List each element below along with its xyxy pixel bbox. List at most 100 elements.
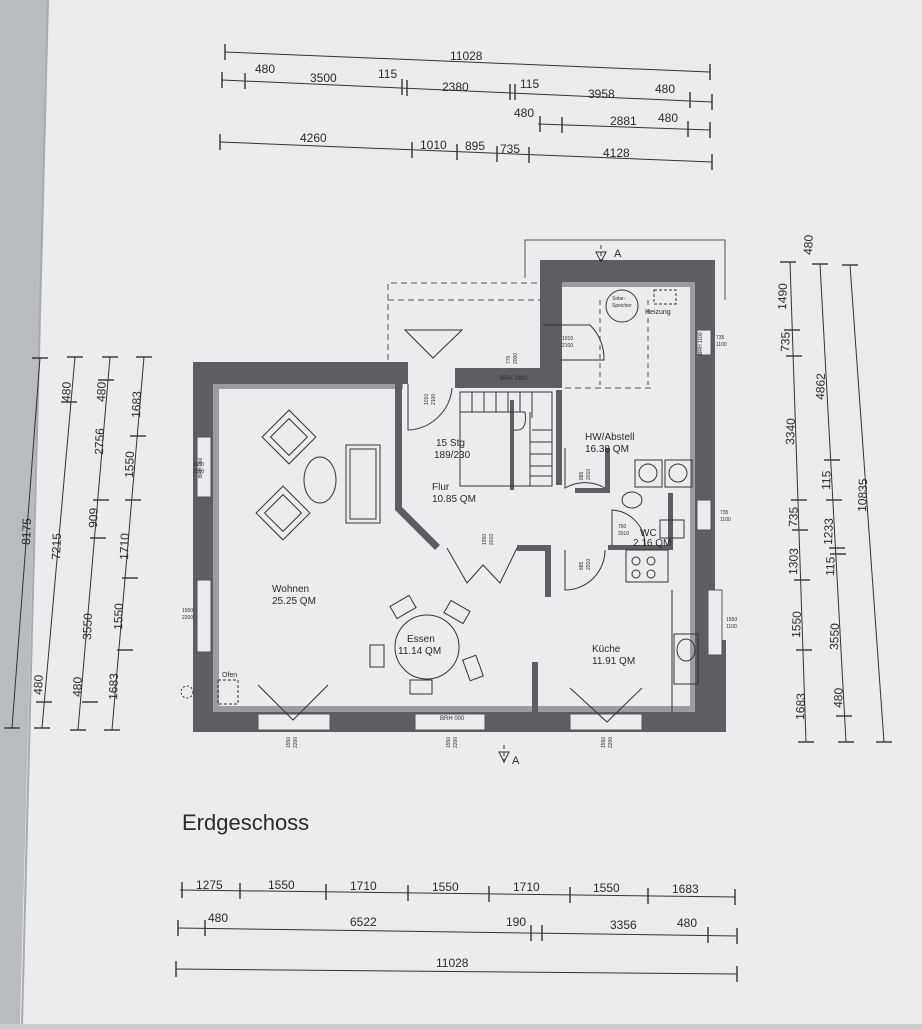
dim-top-r2-5: 115 — [520, 77, 539, 91]
room-essen-name: Essen — [407, 634, 435, 645]
brh-label-1: BRH 1800 — [500, 376, 528, 382]
room-kueche-name: Küche — [592, 644, 621, 655]
wall-west — [193, 362, 213, 732]
dim-right-c2-2: 115 — [819, 470, 834, 490]
svg-text:2200: 2200 — [193, 469, 204, 475]
solar-label: Solar- — [612, 296, 626, 302]
svg-text:1550: 1550 — [193, 462, 204, 468]
svg-text:760: 760 — [618, 524, 627, 530]
svg-text:1100: 1100 — [726, 624, 737, 630]
svg-text:2010: 2010 — [489, 534, 495, 545]
page-gutter — [0, 0, 48, 1024]
brh-label-3: BRH 000 — [198, 457, 204, 478]
wc-basin — [621, 491, 643, 509]
room-wc-name: WC — [640, 528, 657, 539]
building-outline — [193, 239, 726, 732]
dim-left-c4-5: 1683 — [106, 673, 121, 700]
left-dimension-chains: 8175 7215 480 480 2756 909 3550 480 480 … — [4, 356, 152, 731]
svg-text:1100: 1100 — [716, 342, 727, 348]
dim-bot-r1-4: 1550 — [432, 880, 459, 894]
dim-top-r2-1: 480 — [255, 62, 275, 76]
svg-text:2010: 2010 — [618, 531, 629, 537]
wall-north-west — [193, 362, 408, 384]
dim-top-total: 11028 — [450, 49, 483, 63]
staircase — [459, 391, 553, 487]
svg-text:2100: 2100 — [431, 394, 437, 405]
ofen-label: Ofen — [222, 672, 237, 679]
stair-steps: 15 Stg — [436, 438, 465, 449]
svg-text:1550: 1550 — [286, 737, 292, 748]
dim-left-c3-3: 909 — [86, 507, 101, 528]
dim-left-c2-1: 7215 — [49, 533, 64, 560]
dim-right-c1-1: 480 — [801, 234, 816, 255]
dim-left-c4-2: 1550 — [122, 451, 137, 478]
top-dimension-chains: 11028 480 3500 115 2380 115 3958 480 480… — [219, 44, 713, 170]
dim-top-r4-1: 4260 — [300, 131, 327, 145]
dim-left-c3-4: 3550 — [80, 613, 95, 640]
svg-text:2200: 2200 — [453, 737, 459, 748]
svg-text:2200: 2200 — [182, 615, 193, 621]
room-hw-name: HW/Abstell — [585, 432, 634, 443]
dim-right-c2-3: 1233 — [821, 518, 836, 545]
dim-left-c5-1: 1683 — [129, 391, 144, 418]
dim-top-r2-7: 480 — [655, 82, 675, 96]
section-markers — [498, 245, 607, 765]
heizung-unit — [653, 289, 677, 305]
dryer — [664, 459, 693, 488]
interior-walls — [395, 384, 673, 712]
armchair — [261, 409, 317, 465]
svg-text:1100: 1100 — [720, 517, 731, 523]
floor-title: Erdgeschoss — [182, 810, 309, 835]
dim-left-total: 8175 — [19, 518, 34, 545]
room-essen-area: 11.14 QM — [398, 646, 441, 657]
dim-top-r2-2: 3500 — [310, 71, 337, 85]
dim-bot-r1-3: 1710 — [350, 879, 377, 893]
dim-right-c1-6: 1303 — [786, 548, 801, 575]
brh-label-4: BRH 1100 — [698, 332, 704, 355]
dim-top-r3-1: 480 — [514, 106, 534, 120]
wall-east-kitchen — [706, 640, 726, 732]
dining-table — [394, 614, 460, 680]
svg-text:885: 885 — [579, 561, 585, 570]
dim-right-c2-4: 115 — [823, 556, 838, 576]
svg-text:2000: 2000 — [513, 353, 519, 364]
svg-text:2200: 2200 — [608, 737, 614, 748]
dim-right-c1-2: 1490 — [775, 283, 790, 310]
speicher-label: Speicher — [612, 303, 632, 309]
dim-top-r3-2: 2881 — [610, 114, 637, 128]
room-flur-area: 10.85 QM — [432, 494, 476, 505]
dim-left-c4-3: 1710 — [117, 533, 132, 560]
dim-right-c1-8: 1683 — [793, 693, 808, 720]
opening-annotations: BRH 1800 BRH 000 BRH 000 BRH 1100 1550 2… — [182, 332, 737, 748]
dim-bot-r2-5: 480 — [677, 916, 697, 930]
dim-left-c3-1: 480 — [31, 674, 46, 695]
dim-top-r4-3: 895 — [465, 139, 485, 153]
svg-text:735: 735 — [720, 510, 729, 516]
dim-top-r2-6: 3958 — [588, 87, 615, 101]
dim-right-c1-7: 1550 — [789, 611, 804, 638]
dim-bot-r2-2: 6522 — [350, 915, 377, 929]
svg-text:1550: 1550 — [601, 737, 607, 748]
furniture — [180, 289, 699, 712]
dim-left-c2-2: 480 — [59, 381, 74, 402]
room-wohnen-area: 25.25 QM — [272, 596, 316, 607]
svg-text:2010: 2010 — [586, 559, 592, 570]
wall-annex-west — [540, 260, 562, 388]
room-labels: Wohnen 25.25 QM Essen 11.14 QM 15 Stg 18… — [222, 296, 671, 679]
room-flur-name: Flur — [432, 482, 450, 493]
dim-bot-r1-5: 1710 — [513, 880, 540, 894]
dim-bot-r2-3: 190 — [506, 915, 526, 929]
dim-right-c2-1: 4862 — [813, 373, 828, 400]
door-swings — [257, 324, 646, 723]
svg-text:1010: 1010 — [424, 394, 430, 405]
dim-right-c1-4: 3340 — [783, 418, 798, 445]
svg-text:2200: 2200 — [293, 737, 299, 748]
page-edge — [21, 0, 49, 1025]
dim-bot-r1-1: 1275 — [196, 878, 223, 892]
svg-text:735: 735 — [716, 335, 725, 341]
brh-label-2: BRH 000 — [440, 716, 465, 722]
dim-bot-r1-6: 1550 — [593, 881, 620, 895]
dim-bot-r2-1: 480 — [208, 911, 228, 925]
dim-top-r2-3: 115 — [378, 67, 397, 81]
